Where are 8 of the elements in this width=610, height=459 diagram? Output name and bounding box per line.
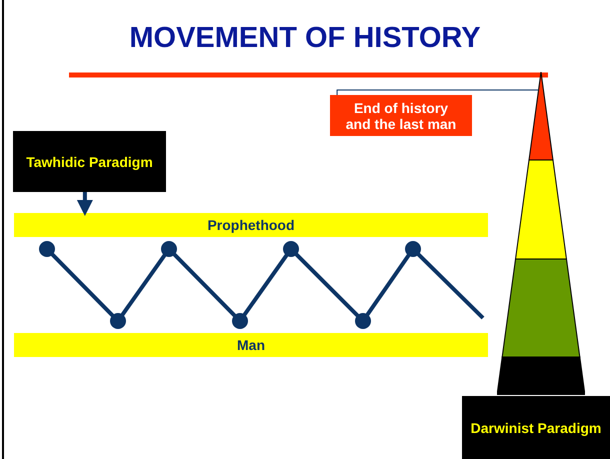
band: Prophethood: [14, 213, 488, 237]
title: MOVEMENT OF HISTORY: [128, 22, 482, 55]
label-box: End of history and the last man: [330, 95, 472, 136]
arrow: [76, 192, 93, 216]
pyramid-drawing: [497, 72, 585, 395]
band: Man: [14, 333, 488, 357]
paradigm-box: Tawhidic Paradigm: [13, 131, 166, 192]
leader-line: [336, 90, 540, 96]
